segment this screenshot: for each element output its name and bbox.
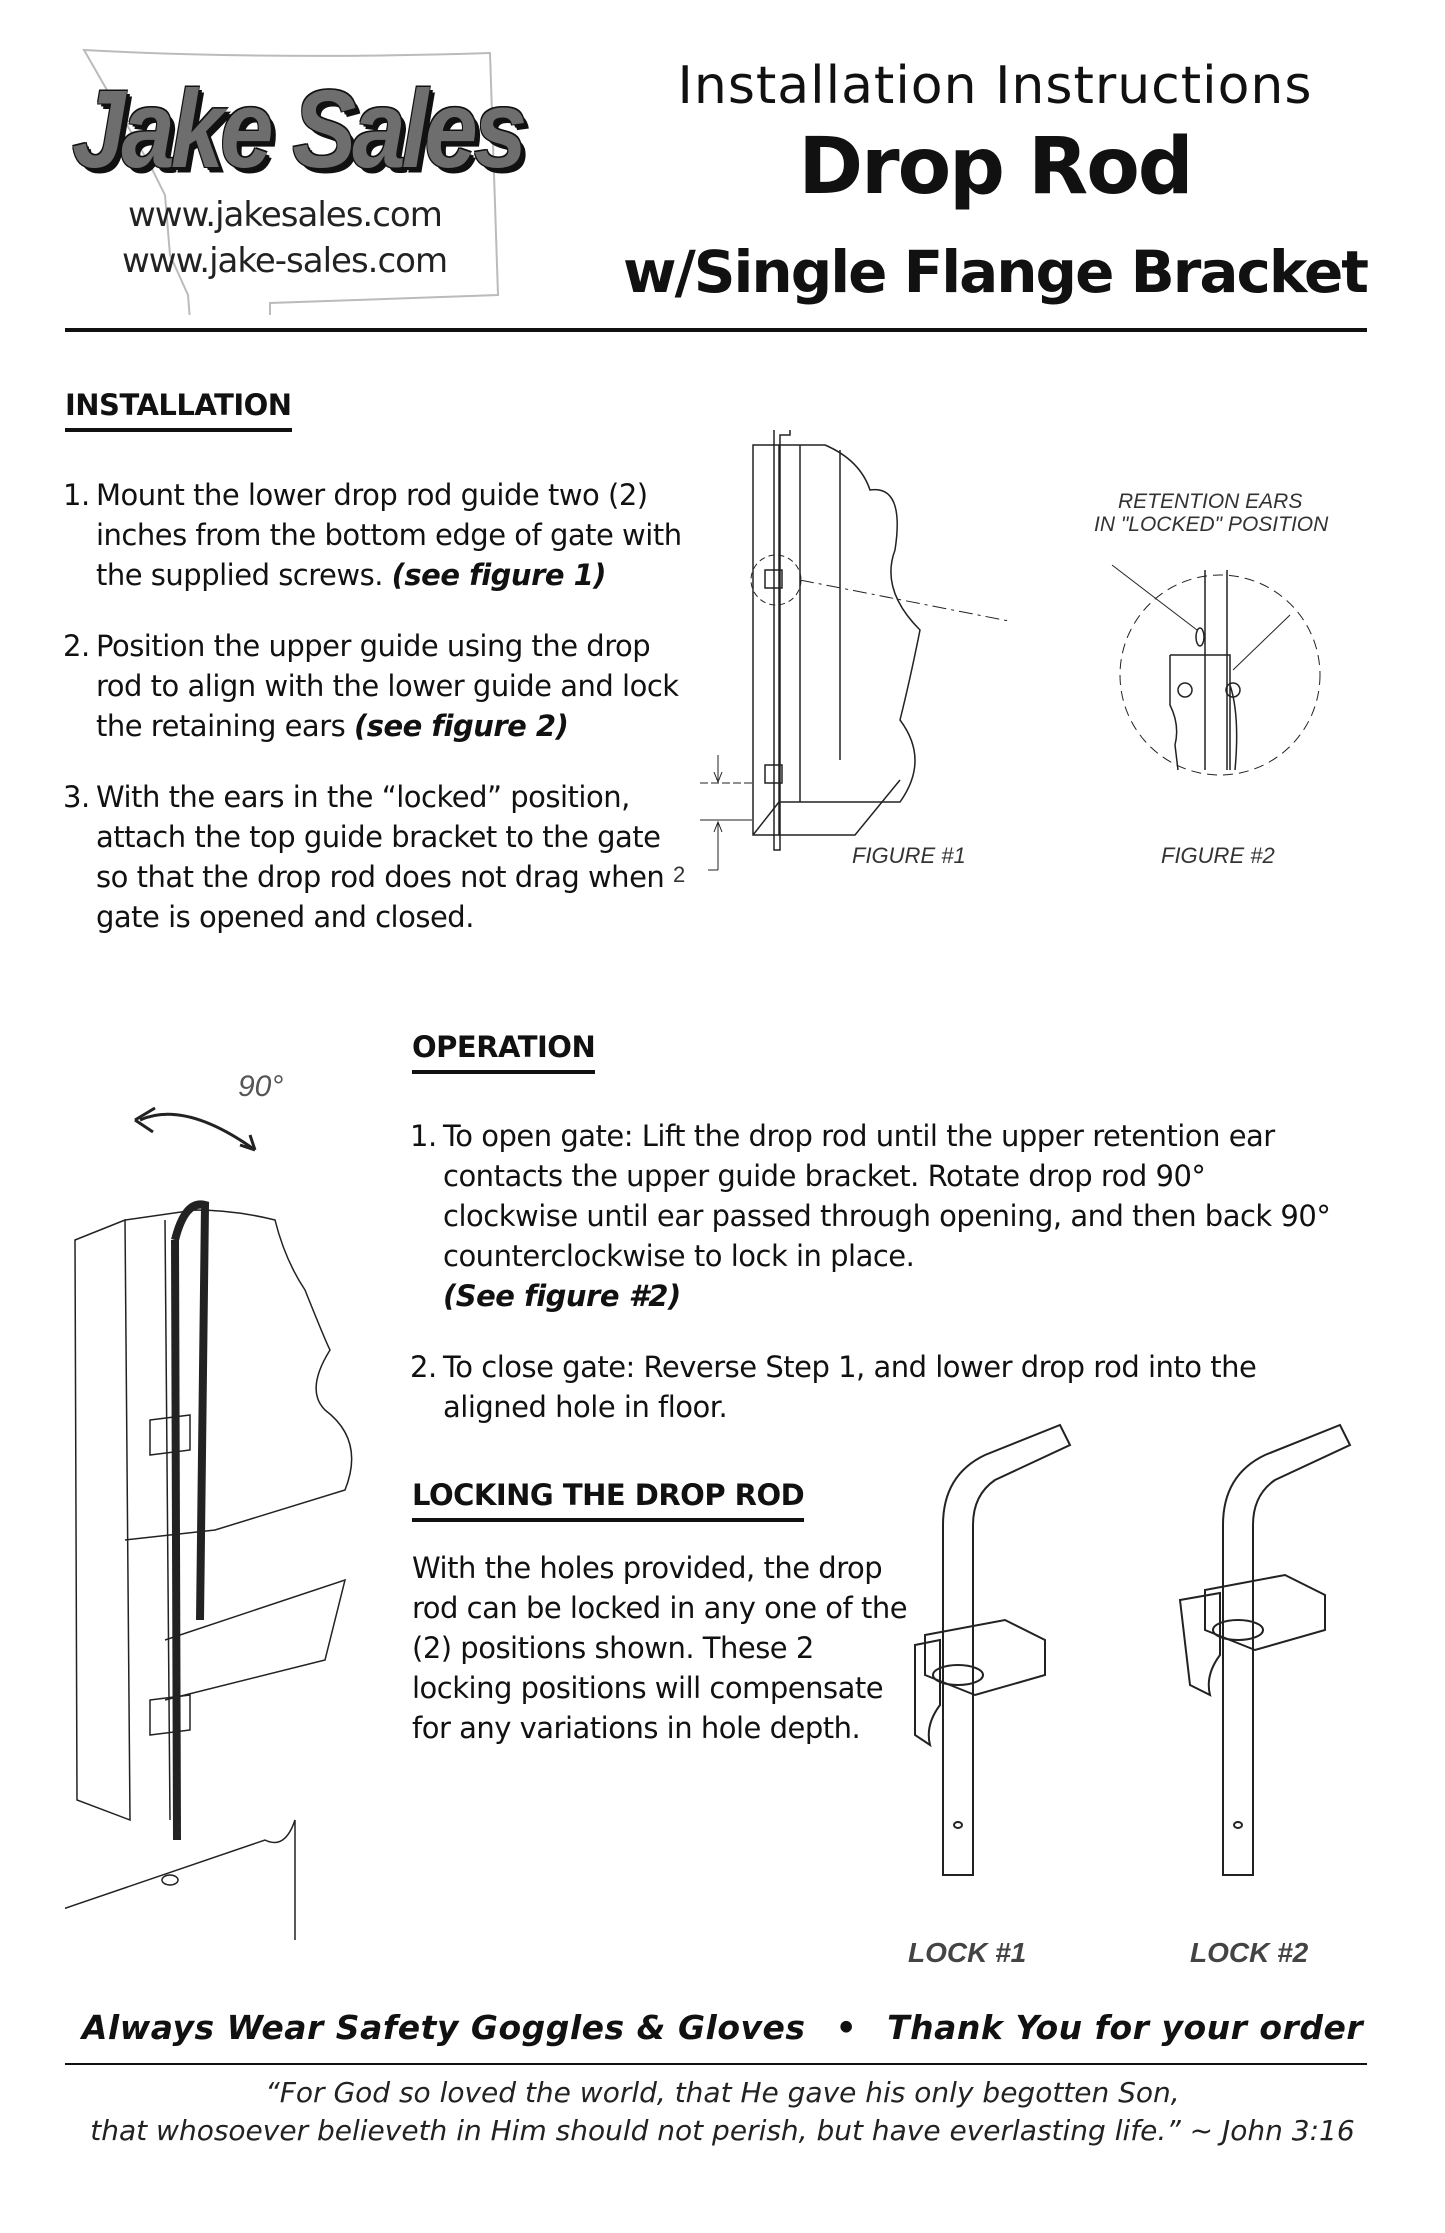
header-subtitle: Installation Instructions [677, 56, 1313, 116]
quote-line-1: “For God so loved the world, that He gav… [265, 2076, 1180, 2109]
lock-2-label: LOCK #2 [1190, 1937, 1309, 1968]
installation-step: 3.With the ears in the “locked” position… [63, 777, 683, 937]
installation-steps: 1.Mount the lower drop rod guide two (2)… [63, 475, 683, 968]
step-number: 2. [63, 629, 90, 663]
quote-line-2: that whosoever believeth in Him should n… [90, 2114, 1355, 2147]
operation-heading: OPERATION [412, 1030, 596, 1074]
lock-2-drawing [1165, 1405, 1365, 1885]
logo-url-2: www.jake-sales.com [122, 241, 448, 281]
step-text: With the ears in the “locked” position, … [96, 780, 665, 934]
operation-step: 2.To close gate: Reverse Step 1, and low… [410, 1347, 1350, 1427]
header-subtitle-2: w/Single Flange Bracket [622, 238, 1369, 306]
rotation-label: 90° [238, 1070, 284, 1103]
step-number: 1. [63, 478, 90, 512]
step-text: Mount the lower drop rod guide two (2) i… [96, 478, 682, 592]
installation-step: 2.Position the upper guide using the dro… [63, 626, 683, 746]
step-text: Position the upper guide using the drop … [96, 629, 679, 743]
figure-reference: (see figure 2) [353, 709, 569, 743]
callout-retention-ears-1: RETENTION EARS [1118, 490, 1303, 513]
logo-url-1: www.jakesales.com [128, 195, 443, 235]
operation-steps: 1.To open gate: Lift the drop rod until … [410, 1116, 1350, 1458]
separator-dot: • [835, 2008, 858, 2047]
step-number: 2. [410, 1350, 437, 1384]
figure-reference: (see figure 1) [391, 558, 607, 592]
footer-tagline: Always Wear Safety Goggles & Gloves • Th… [0, 2008, 1445, 2047]
page-title: Drop Rod [798, 122, 1193, 212]
installation-step: 1.Mount the lower drop rod guide two (2)… [63, 475, 683, 595]
figure-2-label: FIGURE #2 [1161, 843, 1275, 868]
locking-text: With the holes provided, the drop rod ca… [412, 1551, 908, 1745]
footer-divider [65, 2063, 1367, 2065]
installation-heading: INSTALLATION [65, 388, 292, 432]
logo-brand: Jake Sales [72, 67, 527, 191]
thank-you-note: Thank You for your order [887, 2008, 1364, 2047]
gate-rotation-drawing [65, 1060, 385, 1940]
operation-step: 1.To open gate: Lift the drop rod until … [410, 1116, 1350, 1316]
state-outline-graphic [70, 45, 560, 315]
step-number: 1. [410, 1119, 437, 1153]
lock-1-drawing [885, 1405, 1085, 1885]
step-text: To open gate: Lift the drop rod until th… [443, 1119, 1331, 1273]
lock-1-label: LOCK #1 [908, 1937, 1027, 1968]
logo: Jake Sales www.jakesales.com www.jake-sa… [70, 45, 560, 295]
figure-1-drawing [680, 430, 1010, 890]
callout-retention-ears-2: IN "LOCKED" POSITION [1094, 513, 1329, 536]
dimension-label: 2 [673, 862, 686, 887]
scripture-quote: “For God so loved the world, that He gav… [0, 2074, 1445, 2150]
step-text: To close gate: Reverse Step 1, and lower… [443, 1350, 1257, 1424]
safety-notice: Always Wear Safety Goggles & Gloves [81, 2008, 806, 2047]
figure-reference: (See figure #2) [443, 1279, 681, 1313]
locking-heading: LOCKING THE DROP ROD [412, 1478, 805, 1522]
step-number: 3. [63, 780, 90, 814]
figure-2-drawing [1100, 555, 1340, 785]
figure-1-label: FIGURE #1 [852, 843, 966, 868]
header-divider [65, 328, 1367, 332]
